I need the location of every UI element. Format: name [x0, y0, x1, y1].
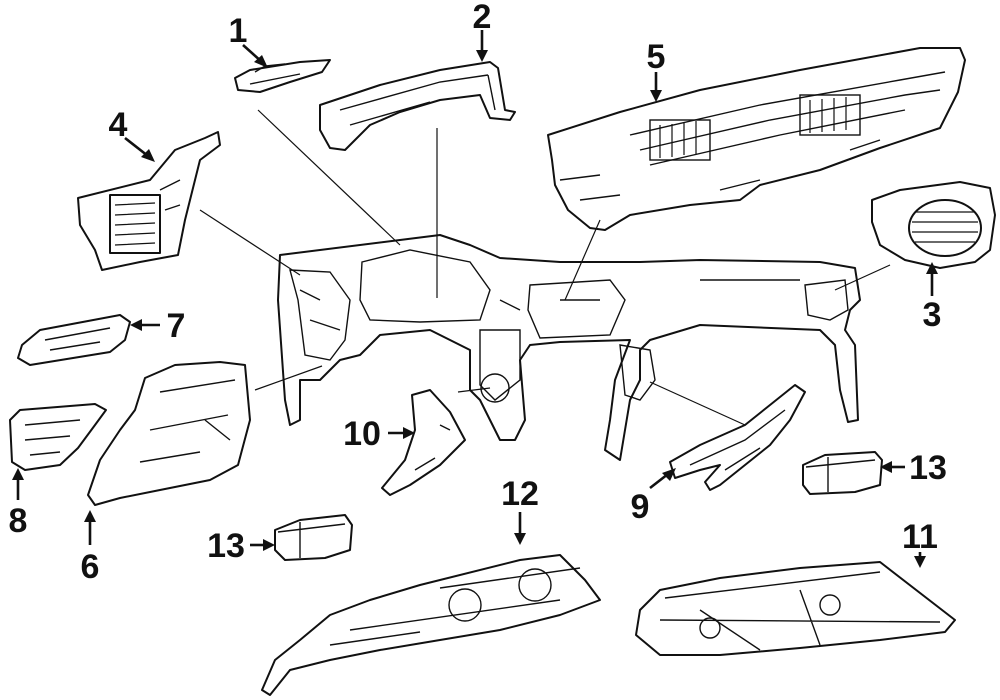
part-5-center-duct-register [547, 47, 966, 231]
callout-3: 3 [923, 296, 942, 334]
callout-arrows [12, 30, 938, 568]
part-13-left-module [274, 514, 353, 561]
callout-11: 11 [902, 518, 938, 556]
part-4-left-vent-panel [77, 131, 221, 271]
part-6-lower-left-panel [87, 361, 251, 506]
part-1-upper-cover [234, 59, 331, 93]
callout-4: 4 [109, 106, 128, 144]
callout-12: 12 [501, 475, 539, 513]
leader-lines [199, 109, 891, 426]
callout-1: 1 [229, 12, 248, 50]
callout-13-right: 13 [909, 449, 947, 487]
callout-7: 7 [167, 307, 186, 345]
callout-10: 10 [343, 415, 381, 453]
callout-6: 6 [81, 548, 100, 586]
callout-13-left: 13 [207, 527, 245, 565]
part-12-lower-compartment [261, 554, 601, 696]
callout-9: 9 [631, 488, 650, 526]
part-8-left-lower-bezel [9, 403, 107, 471]
part-3-right-air-vent [871, 181, 996, 269]
part-10-lower-center-cover [381, 389, 466, 496]
callout-2: 2 [473, 0, 492, 36]
part-11-glove-box [635, 561, 956, 656]
part-13-right-module [802, 451, 883, 495]
callout-8: 8 [9, 502, 28, 540]
part-9-right-lower-trim [669, 384, 806, 491]
callout-labels: 1 2 3 4 5 6 7 8 9 10 11 12 13 13 [9, 0, 947, 586]
instrument-panel-frame [277, 234, 861, 461]
callout-5: 5 [647, 38, 666, 76]
part-7-switch-panel [17, 314, 131, 366]
part-2-upper-bracket [319, 61, 516, 151]
